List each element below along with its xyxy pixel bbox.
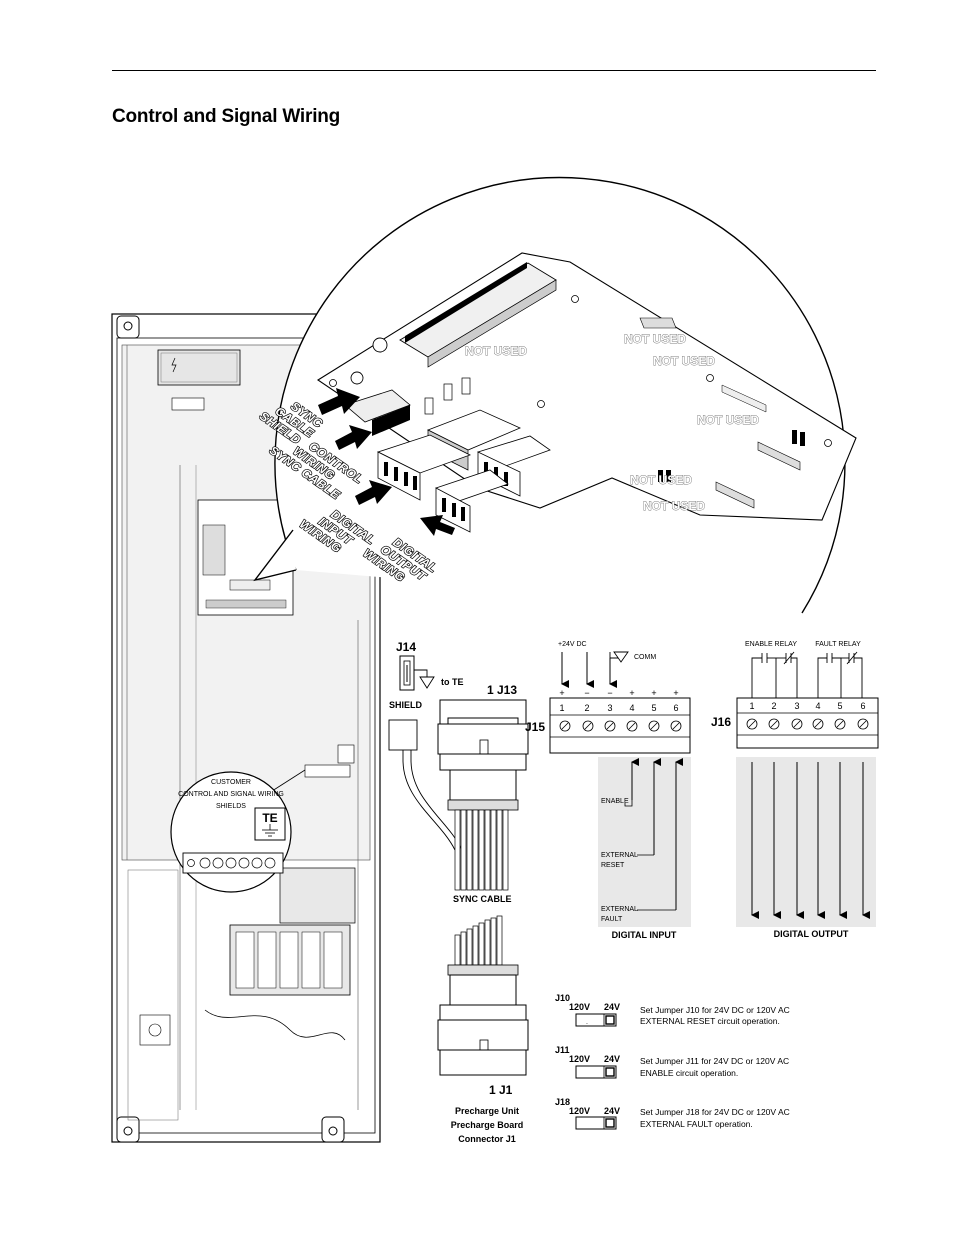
- j1-label: 1 J1: [489, 1083, 513, 1097]
- svg-text:+: +: [559, 688, 564, 698]
- control-board: [316, 252, 857, 533]
- ground-icon: [613, 651, 629, 663]
- svg-text:FAULT: FAULT: [601, 916, 623, 923]
- sync-cable-diagram: J14 to TE SHIELD 1 J13 SYNC CABLE: [388, 640, 529, 1144]
- sync-cable-label: SYNC CABLE: [453, 894, 512, 904]
- j14-label: J14: [396, 640, 416, 654]
- svg-text:4: 4: [815, 701, 820, 711]
- svg-text:RESET: RESET: [601, 862, 625, 869]
- svg-text:Set Jumper J18 for 24V DC or 1: Set Jumper J18 for 24V DC or 120V AC: [640, 1107, 790, 1117]
- not-used-label: NOT USED: [465, 344, 527, 358]
- svg-text:to TE: to TE: [441, 677, 464, 687]
- svg-text:SHIELDS: SHIELDS: [216, 803, 246, 810]
- svg-text:1: 1: [749, 701, 754, 711]
- svg-text:+: +: [629, 688, 634, 698]
- not-used-label: NOT USED: [697, 413, 759, 427]
- svg-text:CONTROL AND SIGNAL WIRING: CONTROL AND SIGNAL WIRING: [178, 791, 284, 798]
- not-used-label: NOT USED: [630, 473, 692, 487]
- svg-text:−: −: [607, 688, 612, 698]
- svg-text:EXTERNAL: EXTERNAL: [601, 906, 638, 913]
- svg-text:24V: 24V: [604, 1002, 620, 1012]
- page-title: Control and Signal Wiring: [112, 106, 341, 127]
- svg-text:Precharge Board: Precharge Board: [451, 1120, 524, 1130]
- svg-text:EXTERNAL RESET circuit operati: EXTERNAL RESET circuit operation.: [640, 1016, 780, 1026]
- callout-arrows: [318, 388, 455, 536]
- svg-text:5: 5: [837, 701, 842, 711]
- jumper-j10: J10 120V 24V . Set Jumper J10 for 24V DC…: [555, 993, 790, 1027]
- svg-text:−: −: [584, 688, 589, 698]
- svg-text:EXTERNAL FAULT operation.: EXTERNAL FAULT operation.: [640, 1119, 753, 1129]
- svg-text:+: +: [651, 688, 656, 698]
- svg-text:2: 2: [771, 701, 776, 711]
- svg-text:1: 1: [559, 703, 564, 713]
- svg-text:EXTERNAL: EXTERNAL: [601, 852, 638, 859]
- svg-text:120V: 120V: [569, 1106, 590, 1116]
- svg-text:24V: 24V: [604, 1054, 620, 1064]
- warning-label: [157, 349, 241, 386]
- jumper-j11: J11 120V 24V Set Jumper J11 for 24V DC o…: [555, 1045, 789, 1079]
- svg-text:Set Jumper J10 for 24V DC or 1: Set Jumper J10 for 24V DC or 120V AC: [640, 1005, 790, 1015]
- digital-output-caption: DIGITAL OUTPUT: [774, 929, 849, 939]
- te-detail-circle: CUSTOMER CONTROL AND SIGNAL WIRING SHIEL…: [170, 769, 306, 893]
- digital-input-panel: [598, 757, 691, 927]
- not-used-label: NOT USED: [624, 332, 686, 346]
- jumper-j18: J18 120V 24V Set Jumper J18 for 24V DC o…: [555, 1097, 790, 1130]
- svg-text:24V: 24V: [604, 1106, 620, 1116]
- ground-icon: [262, 824, 278, 837]
- not-used-label: NOT USED: [653, 354, 715, 368]
- ground-icon: [419, 676, 435, 689]
- j15-label: J15: [525, 720, 545, 734]
- svg-text:J10: J10: [555, 993, 570, 1003]
- svg-text:.: .: [586, 1019, 588, 1026]
- svg-text:+24V DC: +24V DC: [558, 641, 587, 648]
- digital-input-caption: DIGITAL INPUT: [612, 930, 677, 940]
- svg-text:Set Jumper J11 for 24V DC or 1: Set Jumper J11 for 24V DC or 120V AC: [640, 1056, 789, 1066]
- svg-text:COMM: COMM: [634, 654, 656, 661]
- te-label: TE: [262, 811, 277, 825]
- svg-text:J18: J18: [555, 1097, 570, 1107]
- svg-text:Connector J1: Connector J1: [458, 1134, 516, 1144]
- svg-text:ENABLE circuit operation.: ENABLE circuit operation.: [640, 1068, 738, 1078]
- output-arrows: [751, 762, 870, 919]
- j15-digital-input: +24V DC COMM + − − + + + J15 1 2 3 4 5 6: [525, 641, 691, 940]
- svg-text:3: 3: [794, 701, 799, 711]
- ground-icon: [337, 744, 355, 764]
- not-used-labels: NOT USED NOT USED NOT USED NOT USED NOT …: [465, 332, 760, 514]
- svg-text:+: +: [673, 688, 678, 698]
- svg-text:120V: 120V: [569, 1002, 590, 1012]
- not-used-label: NOT USED: [643, 499, 705, 513]
- shield-label: SHIELD: [389, 700, 423, 710]
- j13-label: 1 J13: [487, 683, 517, 697]
- svg-text:5: 5: [651, 703, 656, 713]
- svg-text:J11: J11: [555, 1045, 570, 1055]
- mounting-hole-icon: [116, 315, 345, 1143]
- svg-text:CUSTOMER: CUSTOMER: [211, 779, 251, 786]
- svg-text:FAULT RELAY: FAULT RELAY: [815, 641, 861, 648]
- j16-label: J16: [711, 715, 731, 729]
- svg-text:4: 4: [629, 703, 634, 713]
- header-rule: [112, 70, 876, 71]
- svg-text:3: 3: [607, 703, 612, 713]
- svg-text:2: 2: [584, 703, 589, 713]
- svg-text:6: 6: [860, 701, 865, 711]
- relay-contact-icon: [751, 651, 863, 698]
- lightning-icon: [171, 357, 177, 373]
- svg-text:Precharge Unit: Precharge Unit: [455, 1106, 519, 1116]
- svg-text:ENABLE RELAY: ENABLE RELAY: [745, 641, 797, 648]
- svg-text:ENABLE: ENABLE: [601, 798, 629, 805]
- j16-digital-output: ENABLE RELAY FAULT RELAY J16 1 2 3 4 5 6: [711, 641, 879, 939]
- svg-text:120V: 120V: [569, 1054, 590, 1064]
- svg-text:6: 6: [673, 703, 678, 713]
- digital-output-panel: [736, 757, 876, 927]
